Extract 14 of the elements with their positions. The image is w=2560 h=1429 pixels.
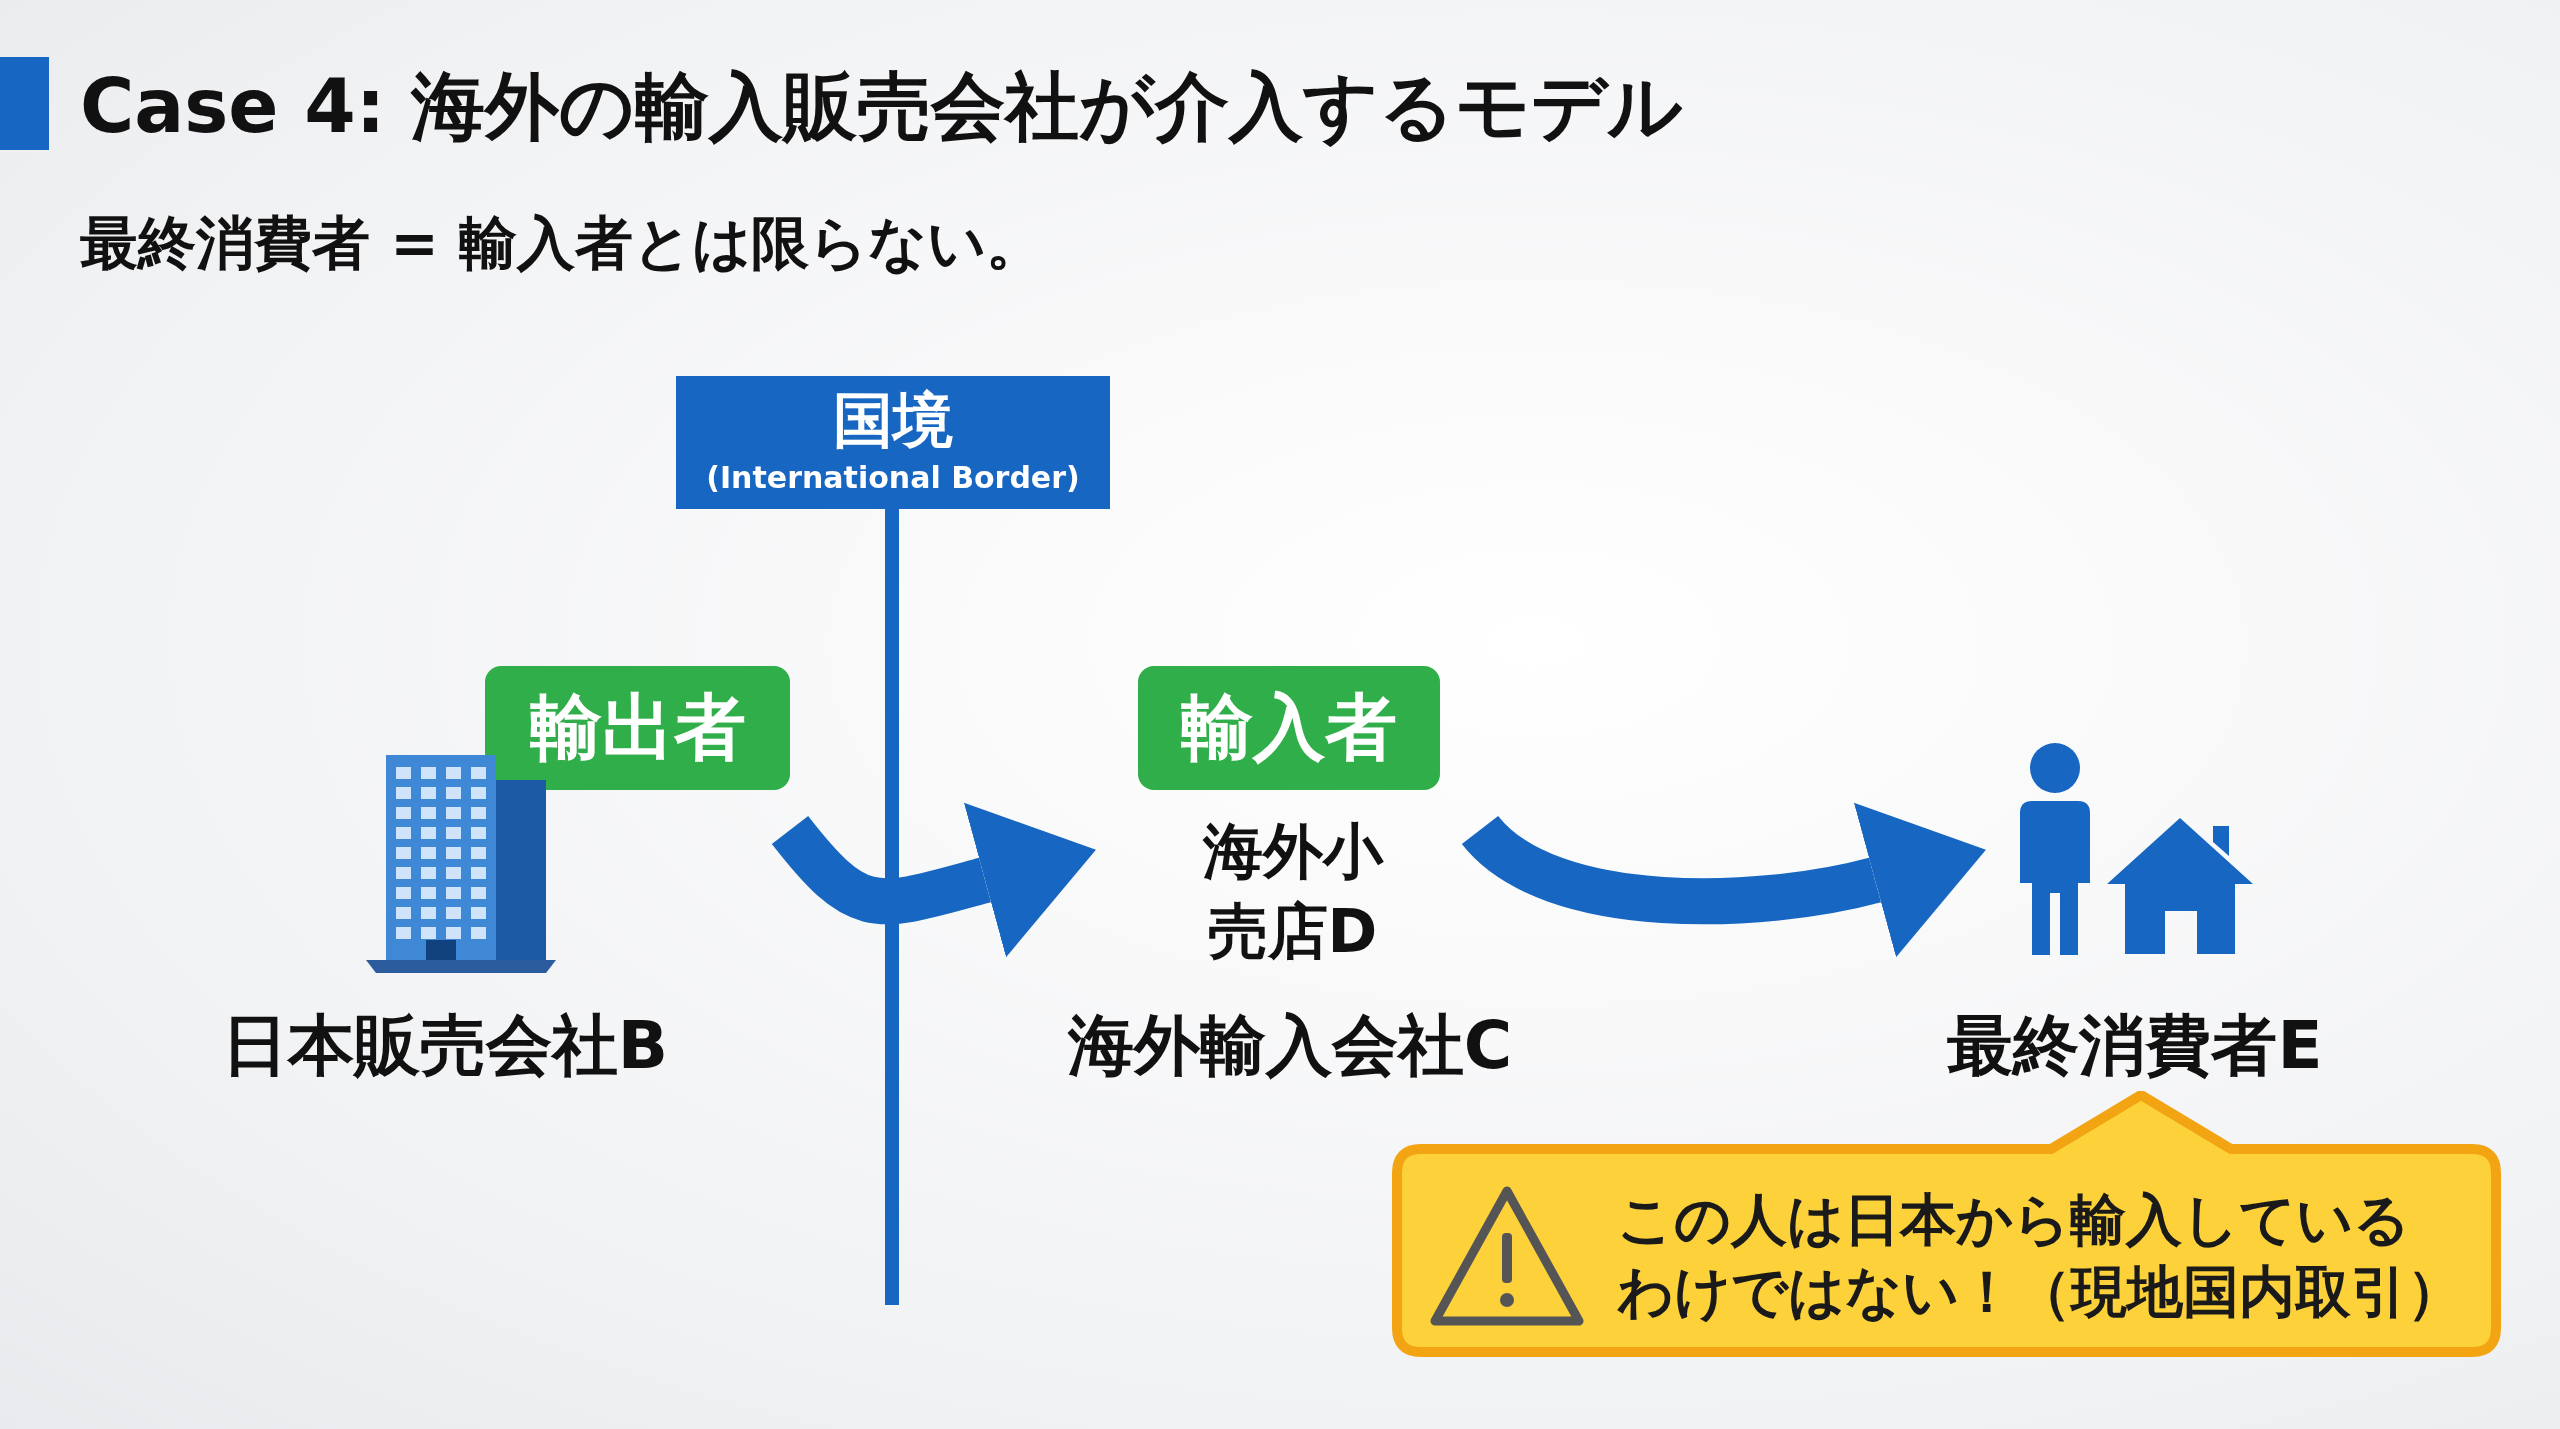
sign-subtitle: (International Border) (705, 459, 1081, 497)
company-name: 海外輸入会社C (1066, 1006, 1514, 1086)
store-name: 海外小売店D (1201, 815, 1385, 968)
sign-title: 国境 (832, 384, 954, 456)
subtitle: 最終消費者 = 輸入者とは限らない。 (80, 208, 1044, 279)
role-badge: 輸入者 (1138, 666, 1440, 790)
role-badge: 輸出者 (485, 666, 790, 790)
curved-arrow (772, 802, 1096, 958)
warning-text: この人は日本から輸入しているわけではない！（現地国内取引） (1617, 1186, 2464, 1326)
consumer-name: 最終消費者E (1946, 1006, 2324, 1086)
title: Case 4: 海外の輸入販売会社が介入するモデル (80, 62, 1684, 151)
company-name: 日本販売会社B (220, 1006, 670, 1086)
warning-callout (1391, 1091, 2502, 1358)
sign-box (676, 376, 1110, 509)
